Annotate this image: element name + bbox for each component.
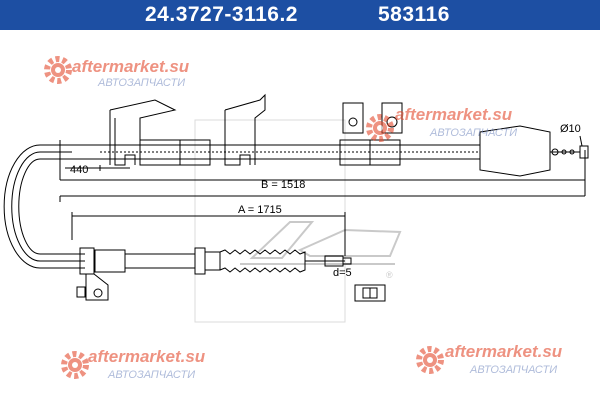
dimension-offset-label: 440 — [70, 164, 88, 176]
svg-text:АВТОЗАПЧАСТИ: АВТОЗАПЧАСТИ — [107, 369, 195, 381]
dimension-b-label: B = 1518 — [261, 179, 305, 191]
ate-logo-watermark: ® — [194, 119, 402, 323]
part-number: 24.3727-3116.2 — [145, 3, 298, 26]
svg-text:aftermarket.su: aftermarket.su — [88, 347, 206, 366]
dim-a: A = 1715 — [71, 204, 346, 256]
watermark-2: aftermarket.su АВТОЗАПЧАСТИ — [369, 105, 517, 139]
svg-text:aftermarket.su: aftermarket.su — [72, 57, 190, 76]
article-number: 583116 — [378, 3, 450, 26]
watermark-4: aftermarket.su АВТОЗАПЧАСТИ — [419, 342, 563, 376]
svg-text:aftermarket.su: aftermarket.su — [395, 105, 513, 124]
svg-text:aftermarket.su: aftermarket.su — [445, 342, 563, 361]
dim-440: 440 — [65, 164, 130, 176]
d-detail — [354, 284, 386, 302]
dim-b: B = 1518 — [60, 179, 585, 191]
registered-mark: ® — [386, 270, 393, 280]
dimension-a-label: A = 1715 — [238, 204, 282, 216]
svg-text:АВТОЗАПЧАСТИ: АВТОЗАПЧАСТИ — [97, 77, 185, 89]
cable-loop — [3, 144, 85, 269]
d-label: d=5 — [333, 267, 352, 279]
dimension-frame — [59, 140, 586, 202]
lower-sheath — [76, 247, 352, 301]
cable-diagram: ® 440 — [3, 30, 589, 381]
title-bar: 24.3727-3116.2 583116 — [0, 0, 600, 30]
watermark-1: aftermarket.su АВТОЗАПЧАСТИ — [47, 57, 190, 89]
watermark-3: aftermarket.su АВТОЗАПЧАСТИ — [64, 347, 206, 381]
diameter-label: Ø10 — [560, 123, 581, 135]
svg-text:АВТОЗАПЧАСТИ: АВТОЗАПЧАСТИ — [429, 127, 517, 139]
svg-text:АВТОЗАПЧАСТИ: АВТОЗАПЧАСТИ — [469, 364, 557, 376]
upper-sheath — [72, 93, 589, 177]
